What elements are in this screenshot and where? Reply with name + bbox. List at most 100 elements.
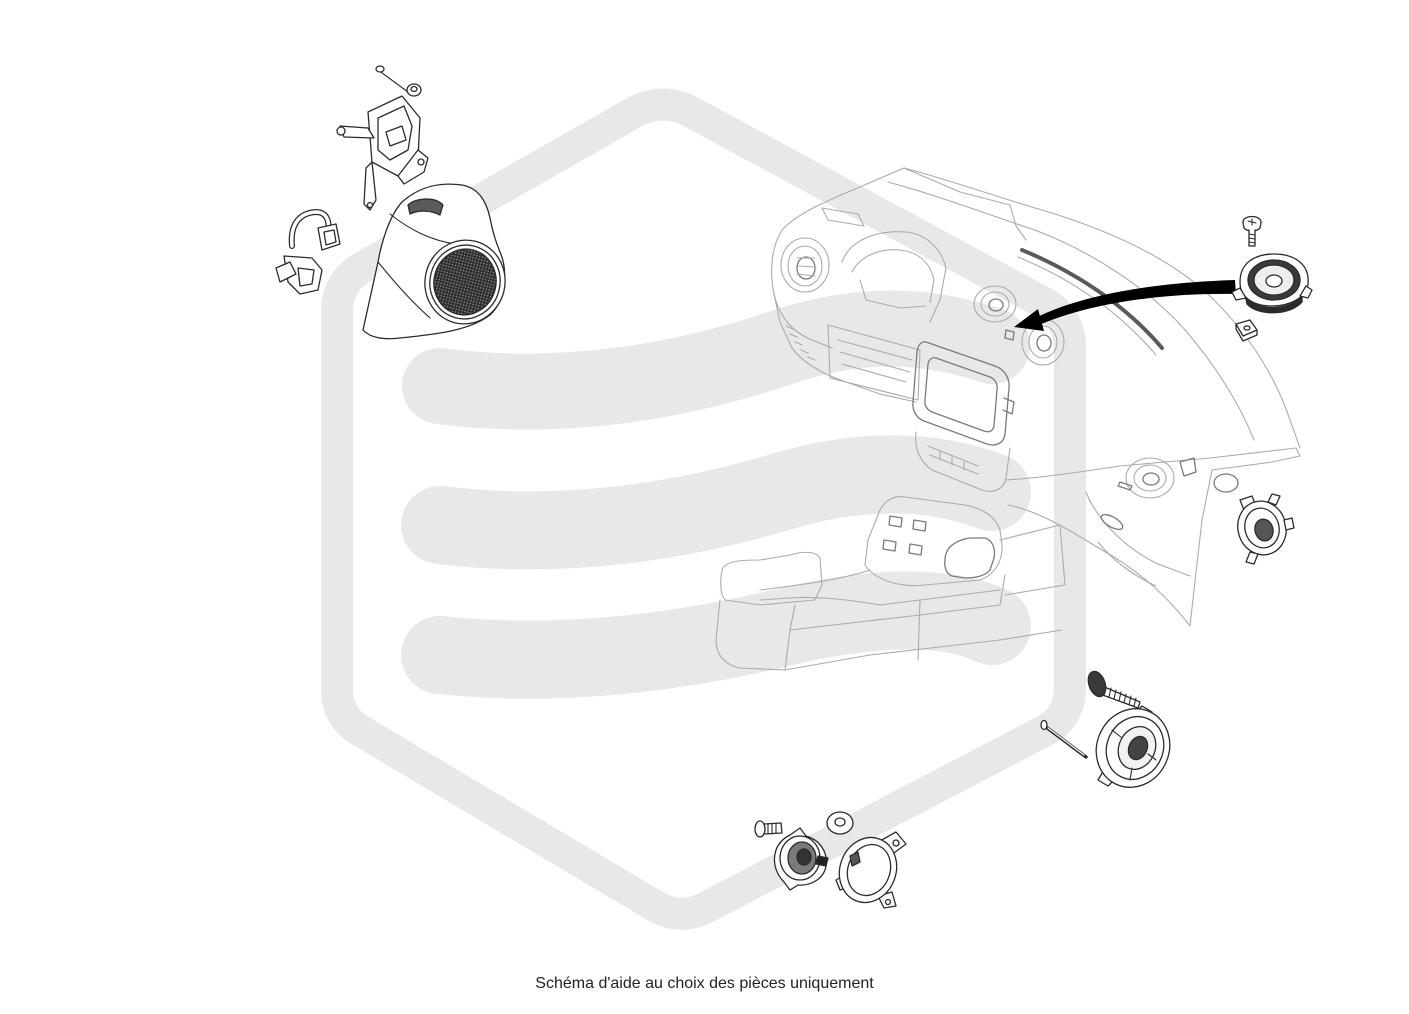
instrument-hood-inner: [851, 249, 935, 303]
glovebox-handle: [1100, 513, 1124, 531]
bracket-rod-cap[interactable]: [375, 65, 385, 73]
tweeter-terminal[interactable]: [815, 855, 829, 867]
left-grille-slots: [785, 325, 816, 361]
center-stack-vents: [927, 445, 979, 475]
mounting-ring-tab-bottom-hole[interactable]: [884, 898, 892, 906]
pod-edge-line[interactable]: [377, 261, 431, 319]
console-top-line: [759, 569, 871, 591]
bracket-lower-arm-hole[interactable]: [366, 201, 374, 209]
instrument-hood: [841, 231, 947, 323]
tweeter-mounting-ring[interactable]: [830, 829, 907, 910]
console-buttons: [882, 515, 927, 556]
dashboard-top-edge: [781, 167, 1301, 449]
left-air-vent: [780, 237, 830, 293]
instrument-cluster: [859, 279, 927, 309]
right-air-vent-ring: [1133, 464, 1167, 492]
connector-clip[interactable]: [275, 261, 297, 283]
speaker-screw-top[interactable]: [1242, 215, 1262, 247]
watermark-band-top: [402, 290, 1030, 430]
center-right-air-vent-core: [1036, 334, 1052, 352]
connector-cable-core[interactable]: [289, 210, 331, 248]
speaker-clip-nut[interactable]: [1235, 319, 1258, 342]
bracket-right-arm-hole[interactable]: [417, 158, 425, 166]
rivet-pin-head[interactable]: [1040, 719, 1048, 731]
console-seams: [917, 524, 1066, 661]
center-bin-ribs: [837, 339, 913, 383]
dashboard-side-speaker[interactable]: [1232, 493, 1295, 565]
center-display-bezel: [912, 341, 1010, 446]
speaker-rivet-pin[interactable]: [1040, 719, 1088, 759]
tweeter-pod-housing[interactable]: [362, 183, 515, 340]
side-speaker-magnet[interactable]: [1252, 517, 1275, 543]
watermark-logo: [321, 88, 1086, 930]
dashboard-left-lower: [773, 293, 917, 403]
speaker-frame-rim[interactable]: [1245, 295, 1303, 314]
screw-thread[interactable]: [1248, 233, 1256, 244]
tweeter-dome[interactable]: [796, 848, 812, 866]
right-air-vent-core: [1142, 472, 1160, 486]
screw-washer-head[interactable]: [1085, 669, 1109, 699]
door-speaker-magnet[interactable]: [1125, 733, 1151, 762]
bolt-thread[interactable]: [767, 822, 777, 835]
center-left-air-vent-ring: [980, 291, 1010, 317]
defroster-slot: [821, 207, 865, 227]
speaker-washer[interactable]: [826, 811, 854, 835]
console-bottom: [784, 629, 1063, 671]
shifter-bezel: [864, 496, 1003, 587]
dashboard-right-end-panel: [1007, 447, 1301, 627]
bolt-shaft[interactable]: [763, 822, 783, 835]
dashboard-speaker-assembly[interactable]: [1231, 215, 1313, 342]
bracket-left-arm-hole[interactable]: [336, 126, 346, 136]
side-speaker-tab-bottom[interactable]: [1245, 551, 1259, 565]
door-speaker-ribs[interactable]: [1111, 729, 1157, 781]
mounting-ring-tab-top-hole[interactable]: [892, 839, 900, 847]
pod-top-crease[interactable]: [389, 213, 456, 245]
location-arrow: [1014, 280, 1236, 331]
connector-plug-upper-face[interactable]: [323, 229, 337, 246]
bracket-spring[interactable]: [385, 125, 407, 147]
center-left-air-vent: [973, 285, 1017, 323]
left-air-vent-ring: [787, 245, 823, 287]
armrest-front-face: [715, 599, 796, 671]
diagram-caption: Schéma d'aide au choix des pièces unique…: [535, 975, 874, 992]
left-air-vent-core: [796, 256, 816, 280]
bracket-rod[interactable]: [377, 69, 409, 93]
right-vent-slot: [1117, 481, 1133, 491]
armrest: [720, 551, 823, 606]
bracket-nut-hole[interactable]: [410, 85, 418, 93]
speaker-tab-right[interactable]: [1299, 285, 1313, 299]
console-mid-line: [759, 589, 1001, 606]
glovebox-lower: [1097, 541, 1157, 587]
right-air-vent: [1125, 457, 1175, 499]
speaker-screw[interactable]: [1085, 669, 1141, 709]
center-display-screen: [924, 357, 998, 433]
dashboard-speaker[interactable]: [1231, 253, 1313, 314]
clip-nut-hole[interactable]: [1243, 325, 1251, 331]
bolt-head[interactable]: [754, 820, 766, 838]
door-speaker[interactable]: [1083, 697, 1182, 800]
tweeter-wiring-connector[interactable]: [275, 208, 341, 295]
tweeter-speaker[interactable]: [773, 827, 829, 891]
connector-plug-lower-face[interactable]: [297, 267, 315, 287]
screw-drive[interactable]: [1247, 218, 1257, 226]
dashboard-context: [715, 167, 1301, 671]
speaker-bolt[interactable]: [754, 820, 783, 838]
dashboard-right-lower-edge: [1005, 447, 1297, 481]
speaker-dust-cap[interactable]: [1265, 274, 1283, 288]
bracket-lower-arm[interactable]: [363, 161, 377, 211]
display-side-button: [1002, 397, 1015, 415]
mounting-ring-notch[interactable]: [849, 851, 861, 867]
rivet-pin-core[interactable]: [1047, 727, 1085, 756]
tweeter-grille-mesh[interactable]: [427, 242, 504, 322]
side-speaker-tab-top[interactable]: [1267, 493, 1281, 506]
center-left-air-vent-core: [988, 298, 1004, 312]
pod-notch[interactable]: [407, 198, 444, 216]
speaker-tab-left[interactable]: [1231, 287, 1247, 301]
washer-hole[interactable]: [834, 817, 846, 827]
storage-tray: [944, 537, 996, 579]
tweeter-bracket[interactable]: [336, 65, 429, 211]
left-air-vent-fins: [795, 257, 817, 277]
side-speaker-tab-right[interactable]: [1283, 517, 1295, 531]
watermark-band-bottom: [401, 571, 1031, 699]
